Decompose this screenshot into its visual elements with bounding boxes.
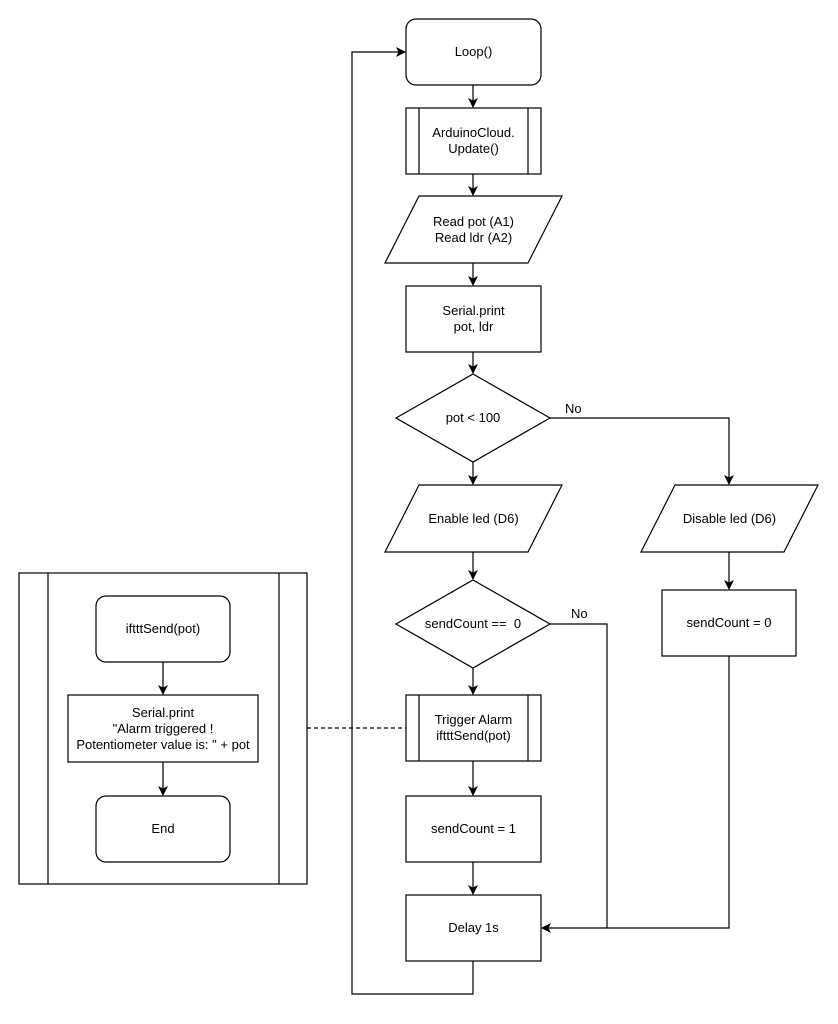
sub-print-node (67, 694, 259, 763)
trigger-alarm-label: Trigger Alarm iftttSend(pot) (434, 712, 513, 743)
loop-label: Loop() (454, 44, 493, 59)
edge-sendcheck-no-to-delay (550, 623, 608, 928)
sendcount-check-label: sendCount == 0 (424, 616, 522, 631)
edge-reset-to-delay (541, 656, 730, 933)
sub-end-node (95, 795, 231, 863)
sendcount-reset-node (661, 589, 797, 657)
pot-check-label: pot < 100 (445, 410, 501, 425)
sub-start-label: iftttSend(pot) (125, 621, 201, 636)
pot-check-no-label: No (565, 401, 582, 416)
serial-print-label: Serial.print pot, ldr (442, 303, 505, 334)
enable-led-label: Enable led (D6) (428, 510, 519, 526)
disable-led-node (640, 484, 819, 553)
read-sensors-label: Read pot (A1) Read ldr (A2) (433, 213, 514, 245)
sendcount-set-node (405, 795, 542, 863)
sub-print-label: Serial.print "Alarm triggered ! Potentio… (76, 704, 250, 752)
sub-end-label: End (151, 821, 175, 836)
serial-print-node (405, 285, 542, 353)
sendcount-reset-label: sendCount = 0 (686, 615, 772, 630)
cloud-update-label: ArduinoCloud. Update() (432, 125, 515, 156)
sendcount-check-no-label: No (571, 606, 588, 621)
edge-potcheck-no-to-disable (550, 417, 734, 485)
enable-led-node (384, 484, 563, 553)
sendcount-set-label: sendCount = 1 (431, 821, 516, 836)
edge-delay-to-loop (351, 47, 474, 995)
read-sensors-node (384, 195, 563, 264)
delay-label: Delay 1s (448, 920, 499, 935)
delay-node (405, 894, 542, 962)
disable-led-label: Disable led (D6) (682, 510, 777, 526)
